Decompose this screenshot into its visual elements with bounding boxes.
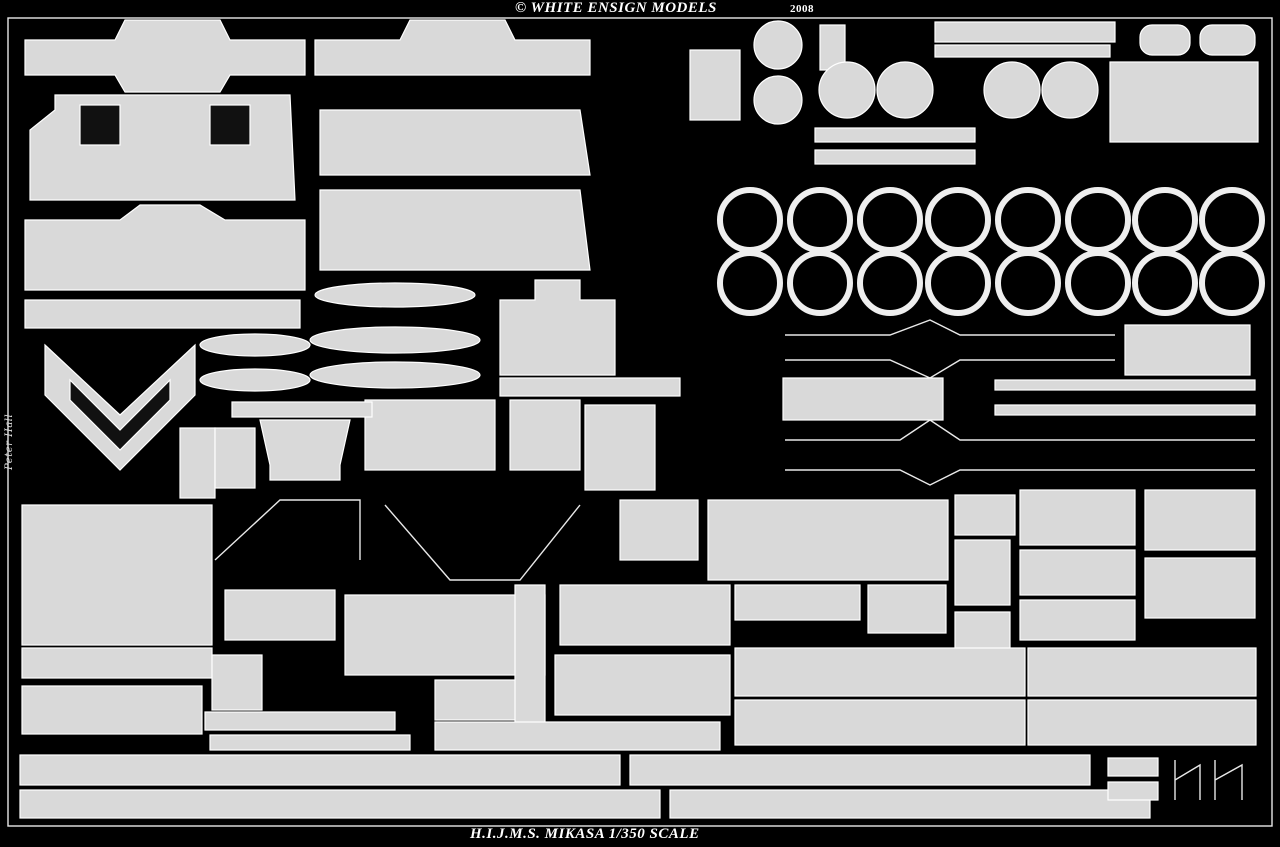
small-fittings-grid <box>554 489 1256 716</box>
fret-frame <box>7 17 1273 827</box>
booms-and-ladders <box>782 319 1256 486</box>
porthole-rims <box>717 24 1265 316</box>
hull-strips <box>19 647 1257 819</box>
bridge-structures <box>214 279 681 581</box>
boat-parts <box>199 282 481 392</box>
lower-left-parts <box>21 427 546 751</box>
curved-deck-piece <box>44 343 196 471</box>
artist-signature: Peter Hall <box>4 413 15 470</box>
year-label: 2008 <box>790 3 814 15</box>
sheet-title: H.I.J.M.S. MIKASA 1/350 SCALE <box>470 826 700 842</box>
anchor-parts <box>1174 760 1243 800</box>
deck-platforms-left <box>24 19 591 329</box>
maker-label: © WHITE ENSIGN MODELS <box>515 0 717 16</box>
